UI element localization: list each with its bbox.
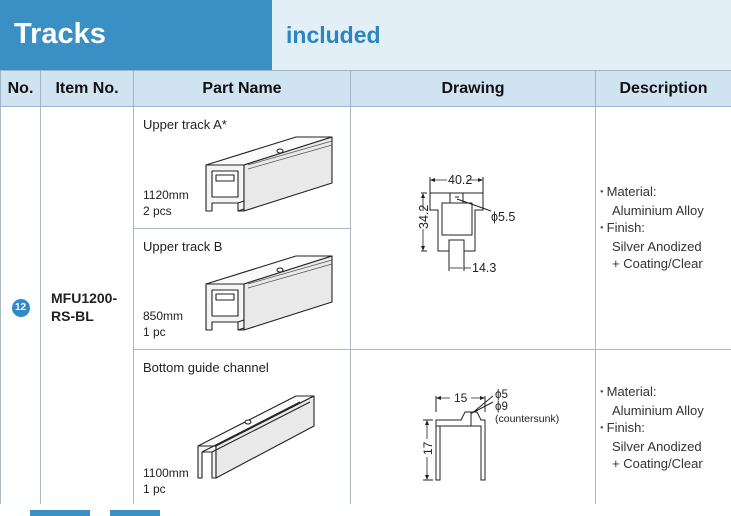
description-finish-label: Finish: bbox=[596, 219, 731, 237]
table-row: 12 MFU1200- RS-BL Upper track A* bbox=[0, 106, 731, 507]
tracks-table: No. Item No. Part Name Drawing Descripti… bbox=[0, 70, 731, 507]
description-material-label: Material: bbox=[596, 383, 731, 401]
section-title: Tracks bbox=[14, 18, 106, 50]
item-no-line2: RS-BL bbox=[51, 307, 94, 324]
drawing-width-label: 40.2 bbox=[448, 173, 472, 187]
part-length: 850mm 1 pc bbox=[143, 308, 183, 340]
table-header-row: No. Item No. Part Name Drawing Descripti… bbox=[0, 70, 731, 107]
description-finish-coating: + Coating/Clear bbox=[612, 256, 703, 272]
drawing-width-label: 15 bbox=[454, 391, 468, 405]
upper-track-a-image bbox=[205, 136, 333, 212]
drawing-cell-bottom-guide: 15 17 ϕ5 ϕ9 (countersunk) bbox=[350, 349, 596, 507]
row-number-badge: 12 bbox=[11, 298, 30, 317]
part-length: 1120mm 2 pcs bbox=[143, 187, 189, 219]
drawing-hole-label: ϕ5.5 bbox=[491, 210, 515, 224]
upper-track-drawing: 40.2 34.2 ϕ5.5 14.3 bbox=[417, 173, 515, 275]
column-header-drawing: Drawing bbox=[350, 70, 596, 107]
upper-track-b-image bbox=[205, 255, 333, 331]
column-header-no: No. bbox=[0, 70, 41, 107]
row-number-cell: 12 bbox=[0, 106, 41, 507]
bottom-guide-drawing: 15 17 ϕ5 ϕ9 (countersunk) bbox=[421, 389, 559, 481]
section-subtitle-bar: included bbox=[272, 0, 731, 70]
part-length: 1100mm 1 pc bbox=[143, 465, 189, 497]
description-material-value: Aluminium Alloy bbox=[612, 202, 704, 218]
part-name: Bottom guide channel bbox=[143, 360, 269, 375]
part-quantity: 2 pcs bbox=[143, 204, 172, 218]
part-cell-upper-track-a: Upper track A* 1120mm 2 pcs bbox=[133, 106, 351, 229]
drawing-countersunk-note: (countersunk) bbox=[495, 413, 559, 425]
item-no-cell: MFU1200- RS-BL bbox=[40, 106, 134, 507]
part-cell-upper-track-b: Upper track B 850mm 1 pc bbox=[133, 228, 351, 350]
description-cell-upper: Material: Aluminium Alloy Finish: Silver… bbox=[595, 106, 731, 350]
drawing-height-label: 34.2 bbox=[417, 205, 431, 229]
item-no-line1: MFU1200- bbox=[51, 289, 118, 306]
description-material-value: Aluminium Alloy bbox=[612, 402, 704, 418]
description-material-label: Material: bbox=[596, 183, 731, 201]
part-name: Upper track B bbox=[143, 239, 223, 254]
description-finish-value: Silver Anodized bbox=[612, 238, 702, 254]
part-cell-bottom-guide-channel: Bottom guide channel 1100mm 1 pc bbox=[133, 349, 351, 507]
bottom-guide-channel-image bbox=[197, 395, 315, 479]
description-finish-label: Finish: bbox=[596, 419, 731, 437]
table-row: Upper track B 850mm 1 pc bbox=[1, 228, 731, 350]
page-bottom-decoration bbox=[0, 504, 731, 516]
bottom-color-bar bbox=[30, 510, 90, 516]
part-quantity: 1 pc bbox=[143, 325, 166, 339]
column-header-description: Description bbox=[595, 70, 731, 107]
drawing-cell-upper-track: 40.2 34.2 ϕ5.5 14.3 bbox=[350, 106, 596, 350]
bottom-color-bar bbox=[110, 510, 160, 516]
part-name: Upper track A* bbox=[143, 117, 227, 132]
part-length-value: 850mm bbox=[143, 309, 184, 323]
description-finish-coating: + Coating/Clear bbox=[612, 456, 703, 472]
drawing-height-label: 17 bbox=[421, 441, 435, 455]
section-subtitle: included bbox=[286, 22, 381, 48]
description-cell-bottom: Material: Aluminium Alloy Finish: Silver… bbox=[595, 349, 731, 507]
description-finish-value: Silver Anodized bbox=[612, 438, 702, 454]
column-header-part-name: Part Name bbox=[133, 70, 351, 107]
table-row: Bottom guide channel 1100mm 1 pc bbox=[1, 349, 731, 507]
part-quantity: 1 pc bbox=[143, 482, 166, 496]
part-length-value: 1100mm bbox=[143, 466, 189, 480]
part-length-value: 1120mm bbox=[143, 188, 189, 202]
drawing-hole1-label: ϕ5 bbox=[495, 389, 508, 401]
drawing-hole2-label: ϕ9 bbox=[495, 401, 508, 413]
column-header-item-no: Item No. bbox=[40, 70, 134, 107]
drawing-slot-label: 14.3 bbox=[472, 261, 496, 275]
section-title-bar: Tracks bbox=[0, 0, 272, 70]
